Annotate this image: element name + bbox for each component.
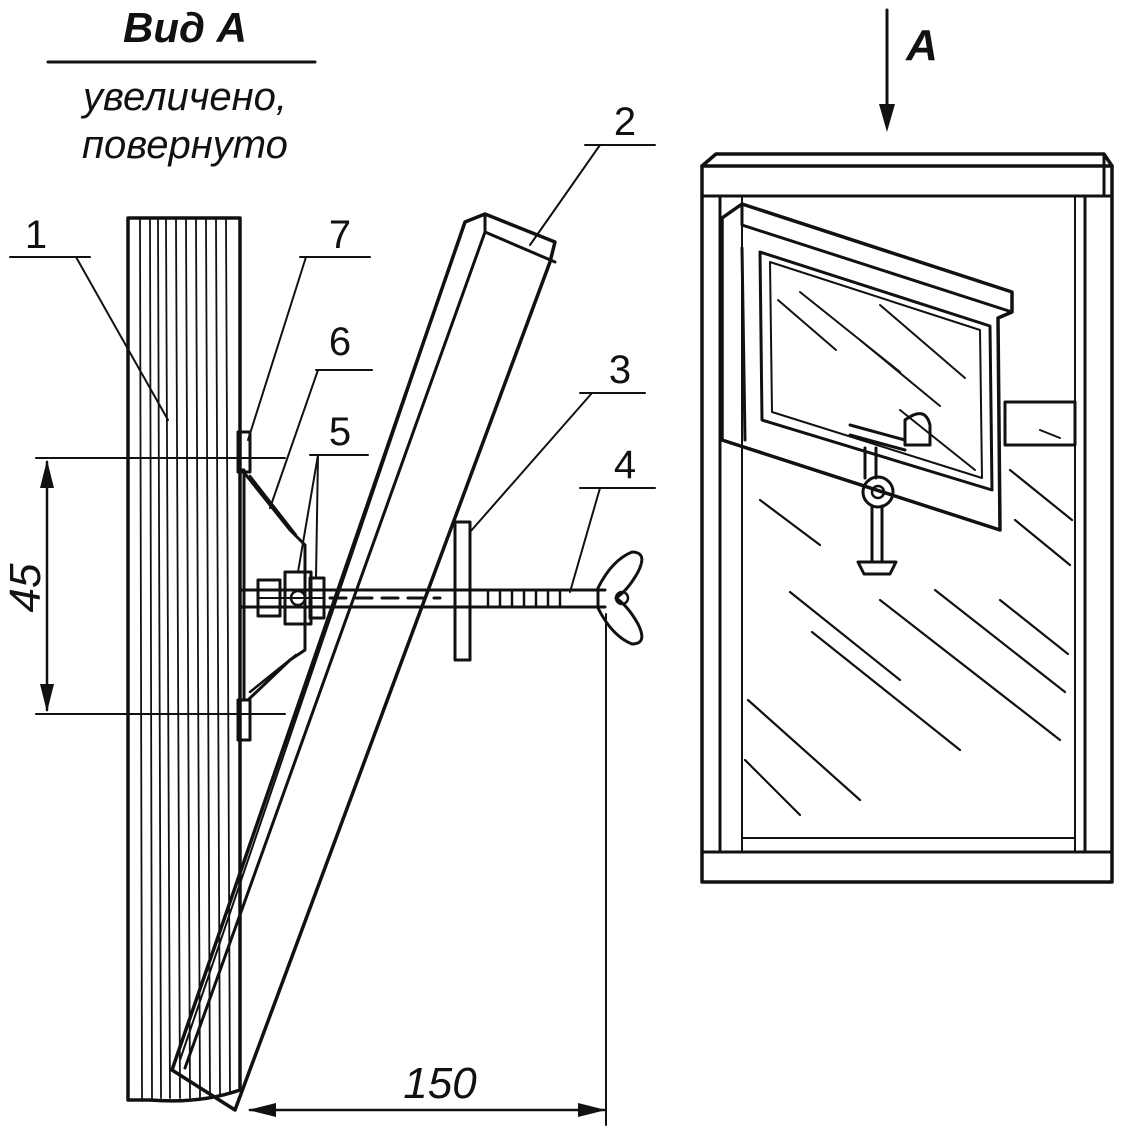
window-overview: А (700, 8, 1114, 884)
callout-1: 1 (25, 213, 47, 257)
arrow-label: А (905, 21, 938, 70)
view-title-block: Вид А увеличено, повернуто (46, 4, 317, 167)
view-note-line1: увеличено, (80, 75, 287, 119)
bracket (236, 430, 307, 742)
view-title: Вид А (123, 4, 247, 51)
view-note-line2: повернуто (82, 123, 288, 167)
dimension-150-value: 150 (403, 1059, 477, 1108)
callout-7: 7 (329, 213, 351, 257)
callout-4: 4 (614, 443, 636, 487)
catch-plate (453, 520, 472, 662)
callout-3: 3 (609, 348, 631, 392)
frame-post (126, 216, 242, 1103)
dimension-150: 150 (248, 613, 607, 1126)
callout-2: 2 (614, 100, 636, 144)
callouts: 1 7 6 5 2 3 4 (9, 100, 656, 593)
dimension-45: 45 (1, 457, 286, 715)
threaded-rod (238, 550, 644, 646)
dimension-45-value: 45 (1, 563, 50, 612)
callout-5: 5 (329, 410, 351, 454)
sash-bar (170, 212, 557, 1112)
callout-6: 6 (329, 320, 351, 364)
nuts (256, 570, 326, 626)
